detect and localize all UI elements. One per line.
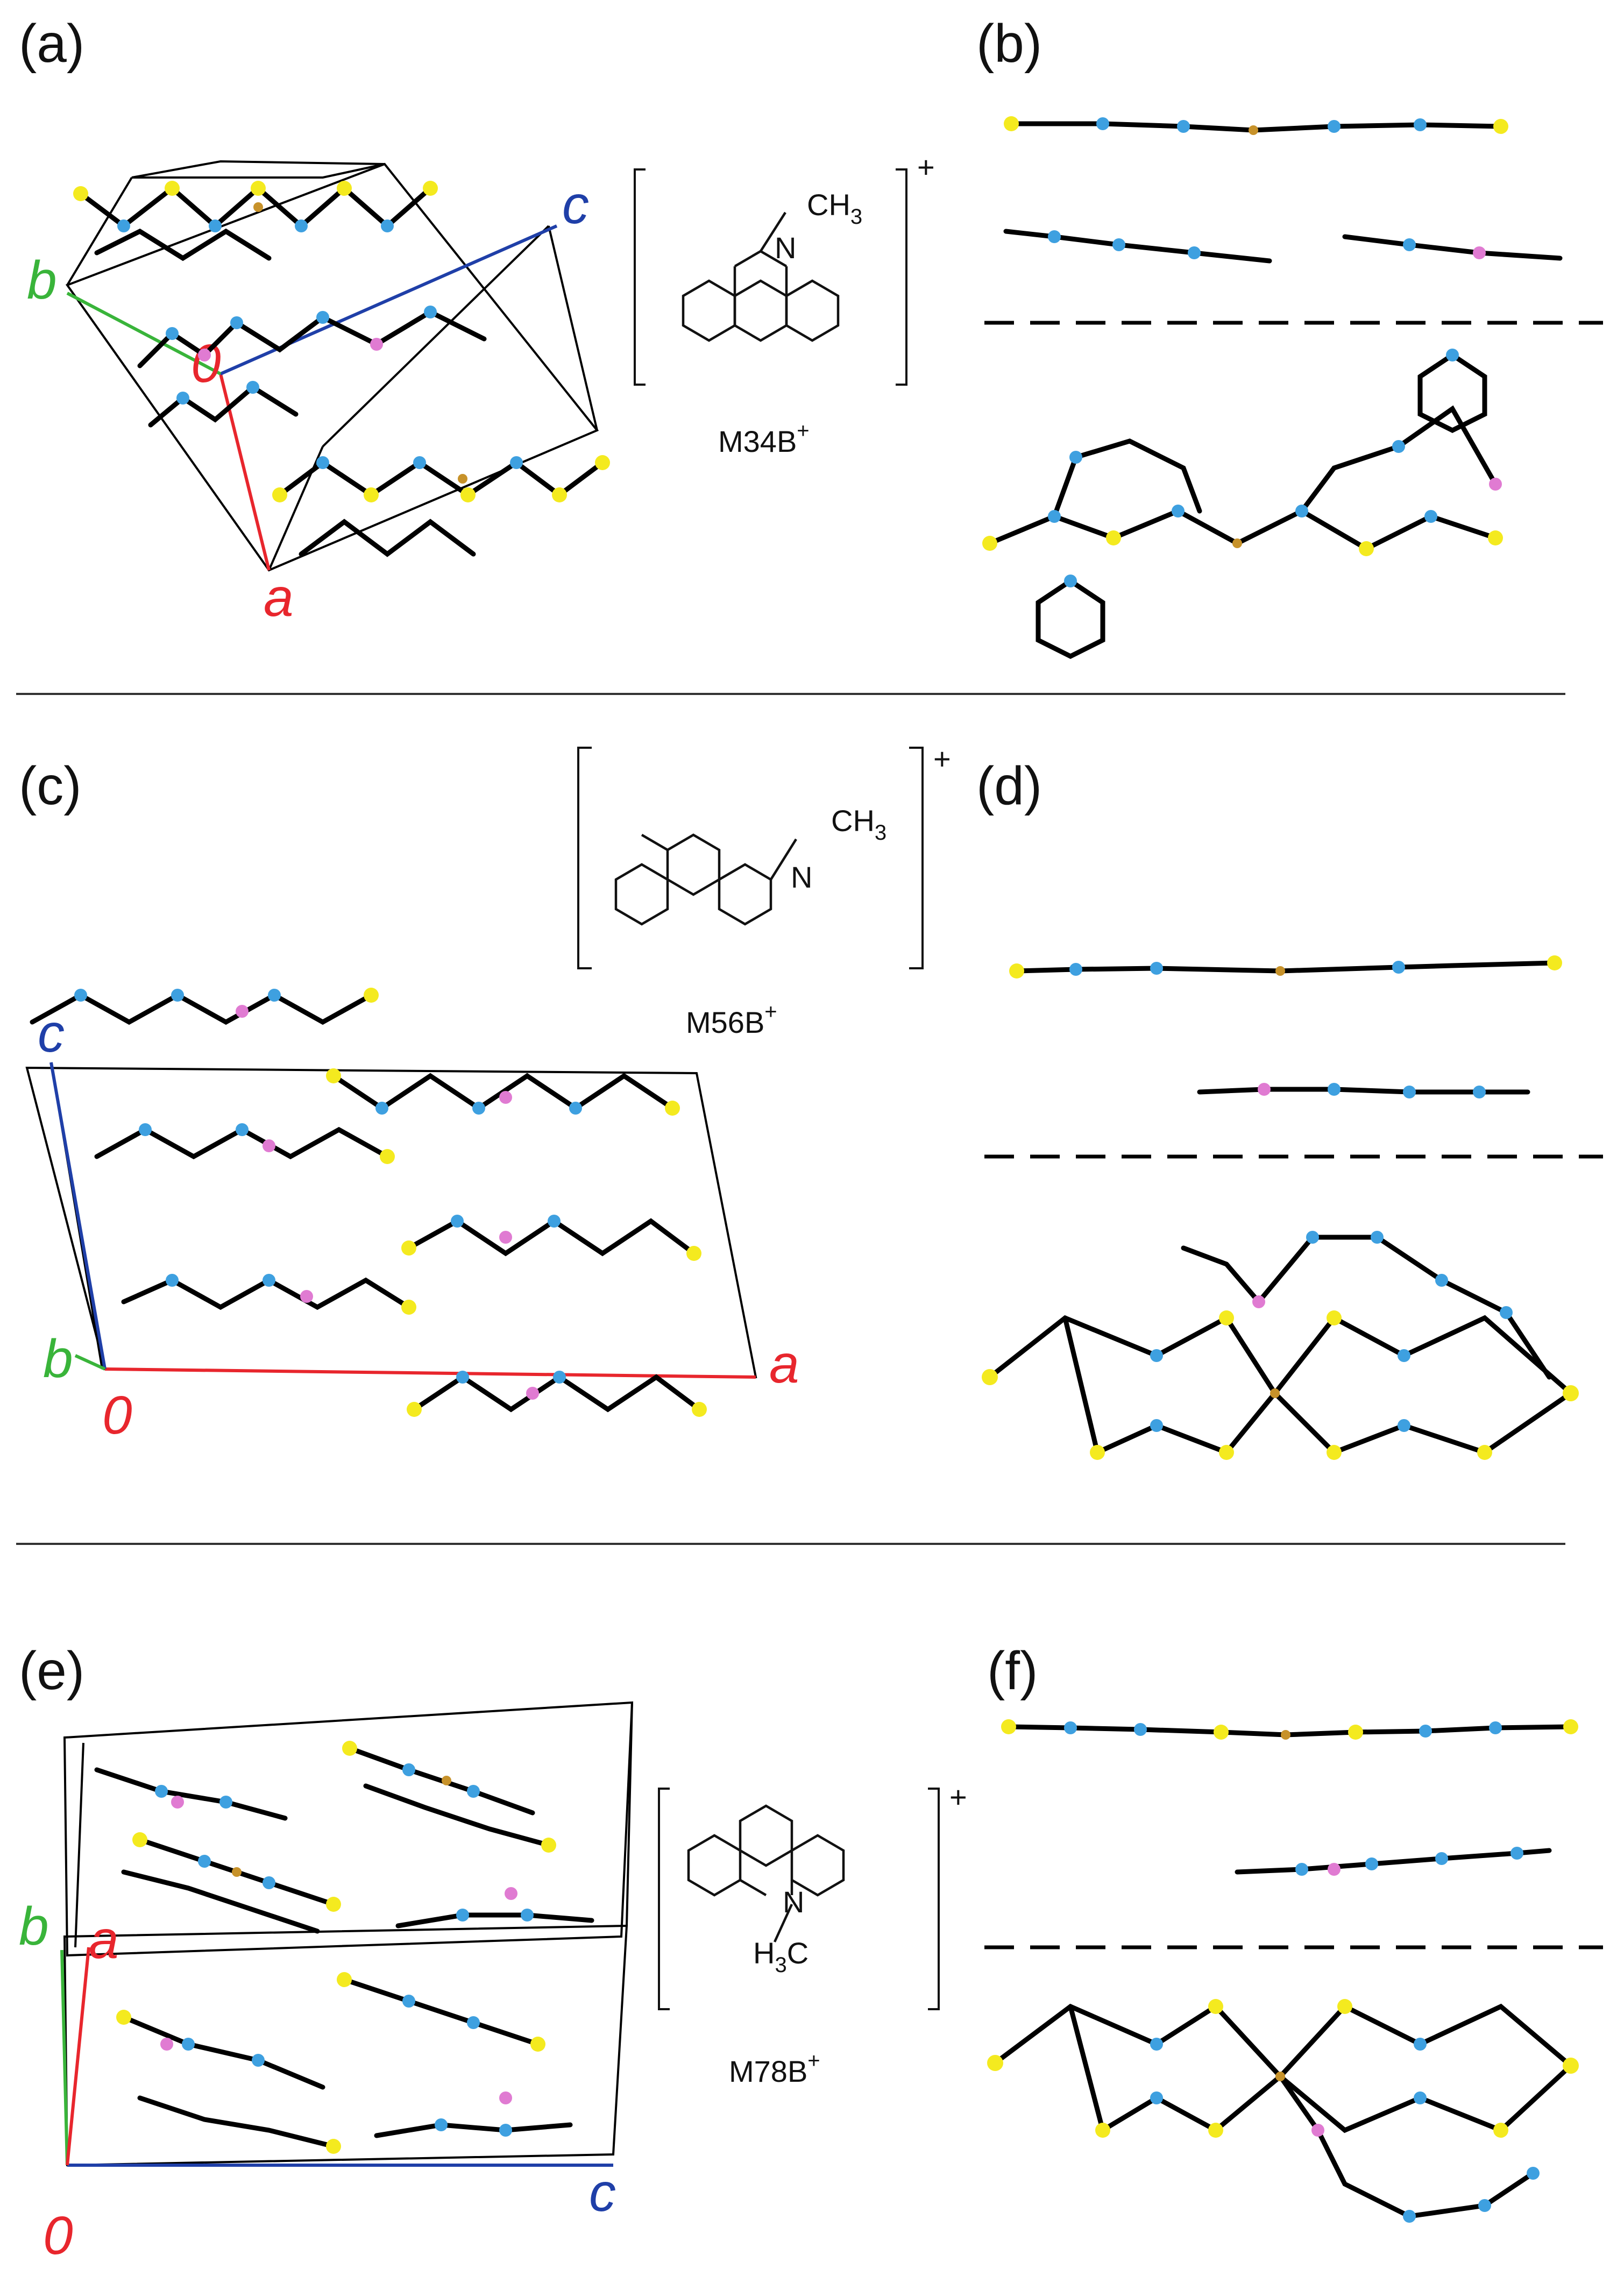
panel-d: (d) [976,756,1603,1460]
panel-f: (f) [984,1641,1603,2223]
axis-a-vector-c [104,1367,756,1379]
heteroatom-label-e: N [783,1885,804,1919]
axis-c-vector-c [49,1062,107,1370]
substituent-label-c: CH3 [831,804,887,845]
panel-b-label: (b) [976,13,1042,74]
molecule-structure-e: N H3C + M78B+ [658,1780,967,2088]
molecule-name-a: M34B+ [718,419,810,458]
panel-b: (b) [976,13,1603,660]
axis-b-vector-e [60,1949,69,2166]
molecule-structure-c: N CH3 + M56B+ [577,742,951,1039]
axis-b-label-c: b [43,1329,73,1389]
charge-label-a: + [917,150,935,184]
axis-c-label: c [562,175,589,235]
panel-a: (a) a b c 0 [19,13,935,628]
axis-b-label: b [27,250,57,310]
axis-c-vector [219,224,558,375]
side-view-b [1003,116,1563,264]
heteroatom-label-a: N [775,231,796,265]
panel-a-label: (a) [19,13,84,74]
substituent-label-e: H3C [753,1936,809,1977]
axis-a-label-c: a [769,1334,799,1394]
axis-b-label-e: b [19,1896,49,1956]
substituent-label-a: CH3 [807,188,862,229]
molecule-structure-a: N CH3 + M34B+ [634,150,935,458]
panel-f-label: (f) [987,1641,1038,1701]
panel-c-label: (c) [19,756,82,816]
molecule-name-e: M78B+ [729,2049,820,2088]
side-view-f [1001,1719,1578,1876]
charge-label-e: + [949,1780,967,1814]
panel-e-label: (e) [19,1641,84,1701]
panel-e: (e) c b a 0 [19,1641,967,2266]
origin-label-e: 0 [43,2206,73,2266]
unit-cell-e [63,1701,634,2167]
molecule-name-c: M56B+ [686,1000,777,1039]
packing-e [94,1741,594,2154]
axis-a-vector-e [66,1947,90,2166]
unit-cell-a [65,160,599,572]
axis-b-vector-c [74,1354,106,1371]
charge-label-c: + [933,742,951,776]
packing-a [73,181,610,557]
heteroatom-label-c: N [791,860,812,894]
axis-a-label: a [264,568,294,628]
axis-a-label-e: a [89,1910,119,1970]
side-view-d [1009,955,1562,1098]
panel-c: (c) a b c 0 [19,742,951,1445]
overlap-view-f [987,1999,1579,2223]
panel-d-label: (d) [976,756,1042,816]
axis-b-vector [66,292,222,375]
axis-c-label-e: c [589,2162,616,2223]
axis-a-vector [219,373,271,571]
overlap-view-b [982,349,1503,660]
packing-c [30,988,707,1417]
origin-label-c: 0 [102,1385,132,1445]
overlap-view-d [982,1231,1579,1460]
unit-cell-c [25,1062,757,1379]
